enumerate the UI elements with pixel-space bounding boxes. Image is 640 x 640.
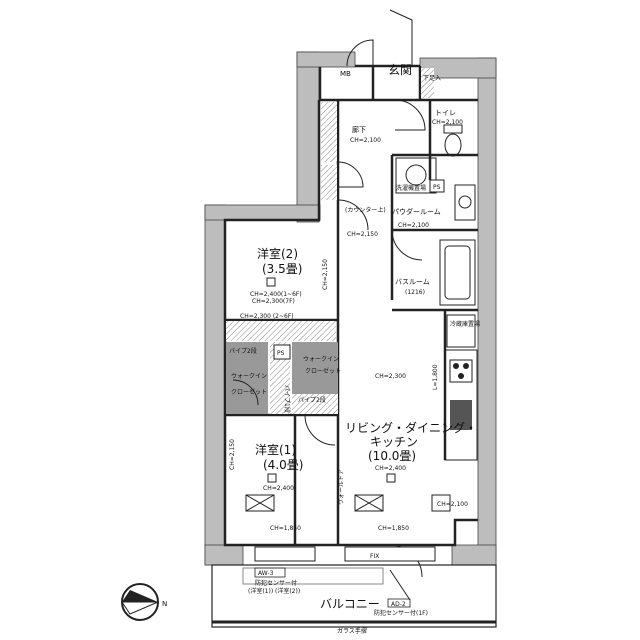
kitchen-counter — [444, 349, 478, 461]
western1-label: 洋室(1) — [255, 442, 296, 457]
stove-icon — [449, 359, 473, 383]
ldk-size: (10.0畳) — [368, 449, 416, 463]
western2-label: 洋室(2) — [257, 246, 298, 261]
washer-space — [395, 157, 437, 194]
ps-box-2 — [429, 179, 445, 193]
powder-room-label: パウダールーム — [392, 207, 441, 216]
ch-1800: L=1,800 — [432, 364, 439, 390]
counter-label: (カウンター上) — [345, 206, 386, 214]
washer-label: 洗濯機置場 — [396, 184, 426, 192]
ch-2150-a: CH=2,150 — [347, 231, 378, 238]
fix-label: FIX — [370, 553, 379, 560]
north-arrow-icon — [121, 583, 159, 621]
shoe-box — [421, 68, 434, 98]
shoe-box-label: 下足入 — [423, 75, 441, 82]
western2-ch2: CH=2,300(7F) — [252, 298, 295, 305]
shoe-storage — [321, 102, 337, 162]
powder-ch: CH=2,100 — [398, 222, 429, 229]
western1-size: (4.0畳) — [263, 458, 303, 472]
mb-label: MB — [340, 70, 351, 78]
ch-1850-b: CH=1,850 — [378, 525, 409, 532]
aw3-note1: 防犯センサー付 — [255, 579, 297, 587]
wic-2 — [292, 342, 338, 394]
ch-2100: CH=2,100 — [437, 501, 468, 508]
hallway-ch: CH=2,100 — [350, 137, 381, 144]
ps-box — [273, 344, 291, 360]
aw3-note3: (洋室(2)) — [275, 587, 300, 595]
wic2-label-a: ウォークイン — [303, 355, 339, 363]
fridge-label: 冷蔵庫置場 — [450, 320, 480, 328]
wic1-label-a: ウォークイン — [231, 372, 267, 380]
ad2-label: AD-2 — [391, 601, 406, 608]
ldk-label-2: キッチン — [370, 435, 418, 449]
wic2-label-b: クローゼット — [305, 367, 341, 375]
interior-walls — [223, 64, 478, 547]
pipe1-label: パイプ2段 — [229, 347, 257, 355]
ps-label-2: PS — [433, 184, 441, 191]
aw3-note2: (洋室(1)) — [248, 587, 273, 595]
balcony — [211, 564, 497, 628]
sink-icon — [450, 400, 472, 430]
wic1-label-b: クローゼット — [231, 388, 267, 396]
ad2-note: 防犯センサー付(1F) — [374, 609, 428, 617]
ch-2150-b: CH=2,150 — [322, 259, 329, 290]
wic-2-pipe — [292, 394, 338, 414]
pipe3-label: パイプ1段 — [283, 385, 291, 413]
storage-2 — [321, 165, 337, 200]
aw3-label: AW-3 — [258, 570, 274, 577]
upper-storage — [226, 321, 336, 341]
glass-rail-label: ガラス手摺 — [337, 627, 367, 635]
western1-ch: CH=2,400 — [263, 485, 294, 492]
bathtub — [439, 239, 476, 306]
pipe2-label: パイプ2段 — [298, 396, 326, 404]
ch-1850-a: CH=1,850 — [270, 525, 301, 532]
bathroom-size: (1216) — [405, 289, 425, 296]
ldk-ch: CH=2,400 — [375, 465, 406, 472]
fridge-space — [446, 314, 476, 348]
hallway-label: 廊下 — [352, 125, 366, 134]
window-aw3 — [254, 546, 316, 562]
ch-2300: CH=2,300 — [375, 373, 406, 380]
ch-2300-2: CH=2,300 (2~6F) — [240, 313, 294, 320]
balcony-label: バルコニー — [320, 597, 380, 611]
toilet-label: トイレ — [435, 109, 456, 117]
window-ad2 — [344, 546, 436, 562]
ps-label-1: PS — [277, 350, 285, 357]
north-label: N — [162, 600, 167, 608]
exterior-walls — [204, 51, 497, 566]
wall-door-label: ウォールドア — [337, 469, 345, 505]
ldk-label: リビング・ダイニング・ — [345, 420, 477, 435]
wic-1-pipe — [270, 342, 290, 414]
wic-1 — [226, 342, 268, 414]
toilet-ch: CH=2,100 — [432, 119, 463, 126]
western2-size: (3.5畳) — [262, 262, 302, 276]
entrance-label: 玄関 — [388, 62, 412, 77]
washbasin — [454, 184, 476, 221]
western2-ch1: CH=2,400(1~6F) — [250, 291, 302, 298]
bathroom-label: バスルーム — [395, 278, 430, 286]
ch-2150-c: CH=2,150 — [229, 439, 236, 470]
toilet-icon — [444, 133, 462, 157]
